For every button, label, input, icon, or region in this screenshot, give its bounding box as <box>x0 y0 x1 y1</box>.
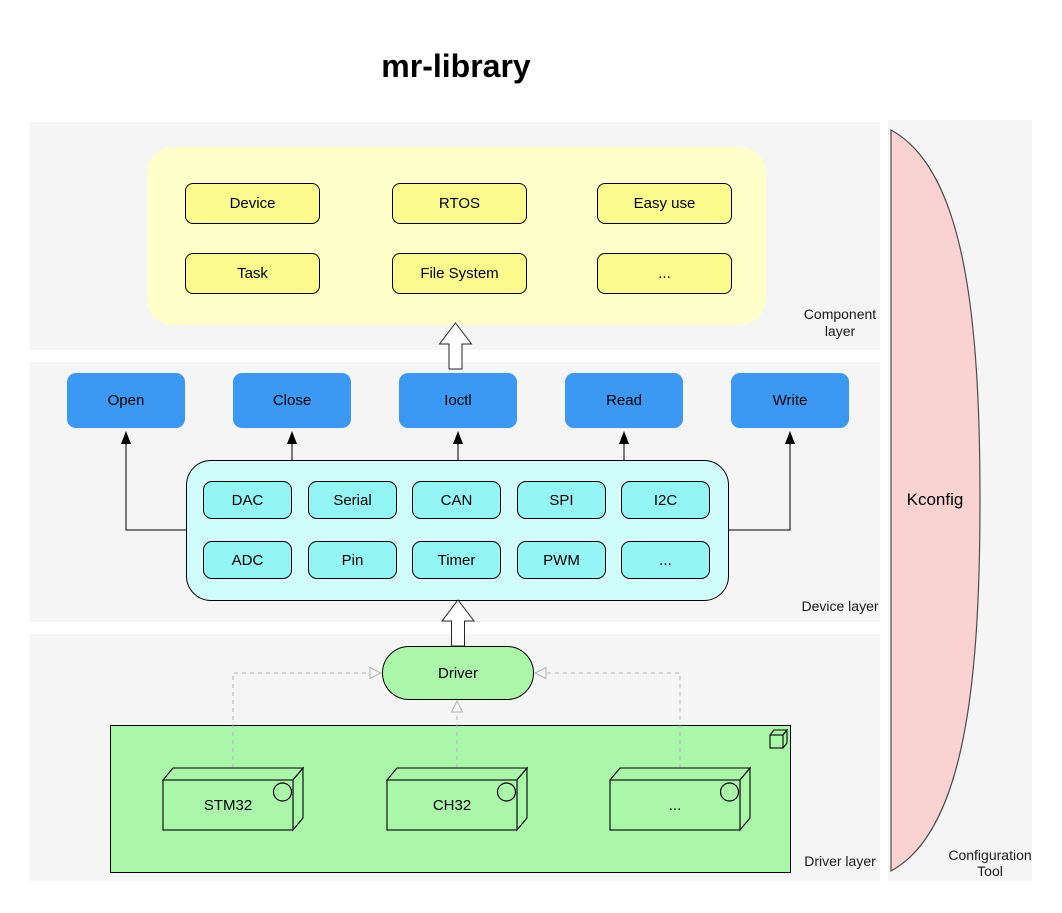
device-layer-label: Device layer <box>801 598 879 614</box>
api-box-close: Close <box>233 373 351 428</box>
component-box-rtos: RTOS <box>392 183 527 224</box>
arrow-to-close <box>287 431 297 460</box>
chip-label-stm32: STM32 <box>203 796 253 814</box>
chip-port-circle <box>496 782 517 802</box>
dashed-arrow-others-to-driver <box>533 666 681 768</box>
chip-port-circle <box>272 782 293 802</box>
peripheral-box-pin: Pin <box>308 541 397 579</box>
driver-layer-label: Driver layer <box>804 853 876 869</box>
api-box-open: Open <box>67 373 185 428</box>
peripheral-box-spi: SPI <box>517 481 606 519</box>
arrow-to-open <box>121 431 186 531</box>
block-arrow-device-to-component <box>438 322 473 370</box>
peripheral-box-pwm: PWM <box>517 541 606 579</box>
peripheral-box-dac: DAC <box>203 481 292 519</box>
chip-label-ch32: CH32 <box>432 796 472 814</box>
api-box-read: Read <box>565 373 683 428</box>
kconfig-label: Kconfig <box>906 490 964 509</box>
arrow-to-write <box>729 431 795 531</box>
api-box-ioctl: Ioctl <box>399 373 517 428</box>
component-box-task: Task <box>185 253 320 294</box>
cube-icon <box>769 728 789 749</box>
peripheral-box-serial: Serial <box>308 481 397 519</box>
component-box-file-system: File System <box>392 253 527 294</box>
component-layer-label: Component layer <box>803 306 877 339</box>
chip-cuboid-ch32 <box>385 766 529 832</box>
chip-port-circle <box>719 782 740 802</box>
peripheral-box-can: CAN <box>412 481 501 519</box>
peripheral-box-timer: Timer <box>412 541 501 579</box>
arrow-to-read <box>619 431 629 460</box>
api-box-write: Write <box>731 373 849 428</box>
component-box-more: ... <box>597 253 732 294</box>
block-arrow-driver-to-device <box>440 599 476 647</box>
component-box-device: Device <box>185 183 320 224</box>
arrow-to-ioctl <box>453 431 463 460</box>
dashed-arrow-ch32-to-driver <box>450 699 464 768</box>
chip-cuboid-stm32 <box>161 766 305 832</box>
chip-label-others: ... <box>668 796 682 814</box>
config-tool-shape <box>890 128 981 873</box>
component-box-easy-use: Easy use <box>597 183 732 224</box>
peripheral-box-more: ... <box>621 541 710 579</box>
chip-cuboid-others <box>608 766 752 832</box>
component-group <box>147 147 766 325</box>
driver-node: Driver <box>382 646 534 700</box>
diagram-title: mr-library <box>381 48 531 84</box>
config-tool-label: Configuration Tool <box>948 847 1032 879</box>
dashed-arrow-stm32-to-driver <box>232 666 383 768</box>
peripheral-box-adc: ADC <box>203 541 292 579</box>
peripheral-box-i2c: I2C <box>621 481 710 519</box>
